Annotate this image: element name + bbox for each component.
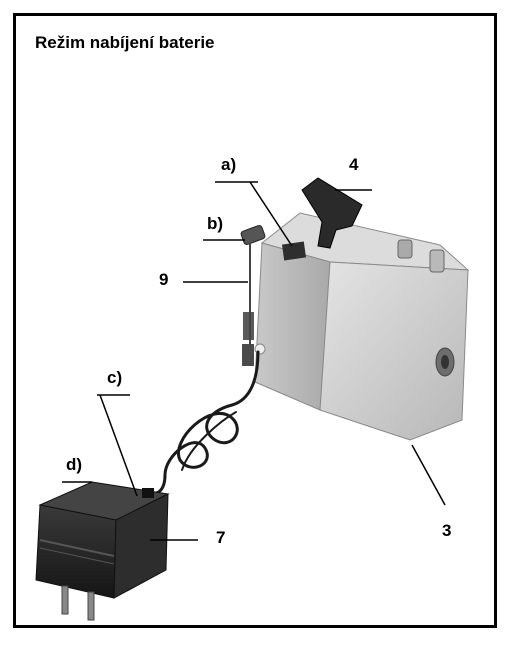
- figure-frame: [13, 13, 497, 628]
- callout-7: 7: [216, 528, 226, 547]
- power-adapter: [35, 481, 170, 621]
- callout-9: 9: [159, 270, 169, 289]
- callout-c: c): [107, 368, 123, 387]
- callout-3: 3: [442, 521, 452, 540]
- callout-d: d): [66, 455, 83, 474]
- pin-and-wire: [240, 225, 266, 355]
- callout-4: 4: [349, 155, 359, 174]
- figure-title: Režim nabíjení baterie: [35, 33, 215, 52]
- power-cable: [148, 350, 260, 495]
- compressor-device: [242, 177, 470, 441]
- leader-lines: [62, 181, 446, 541]
- callout-b: b): [207, 214, 224, 233]
- callout-a: a): [221, 155, 237, 174]
